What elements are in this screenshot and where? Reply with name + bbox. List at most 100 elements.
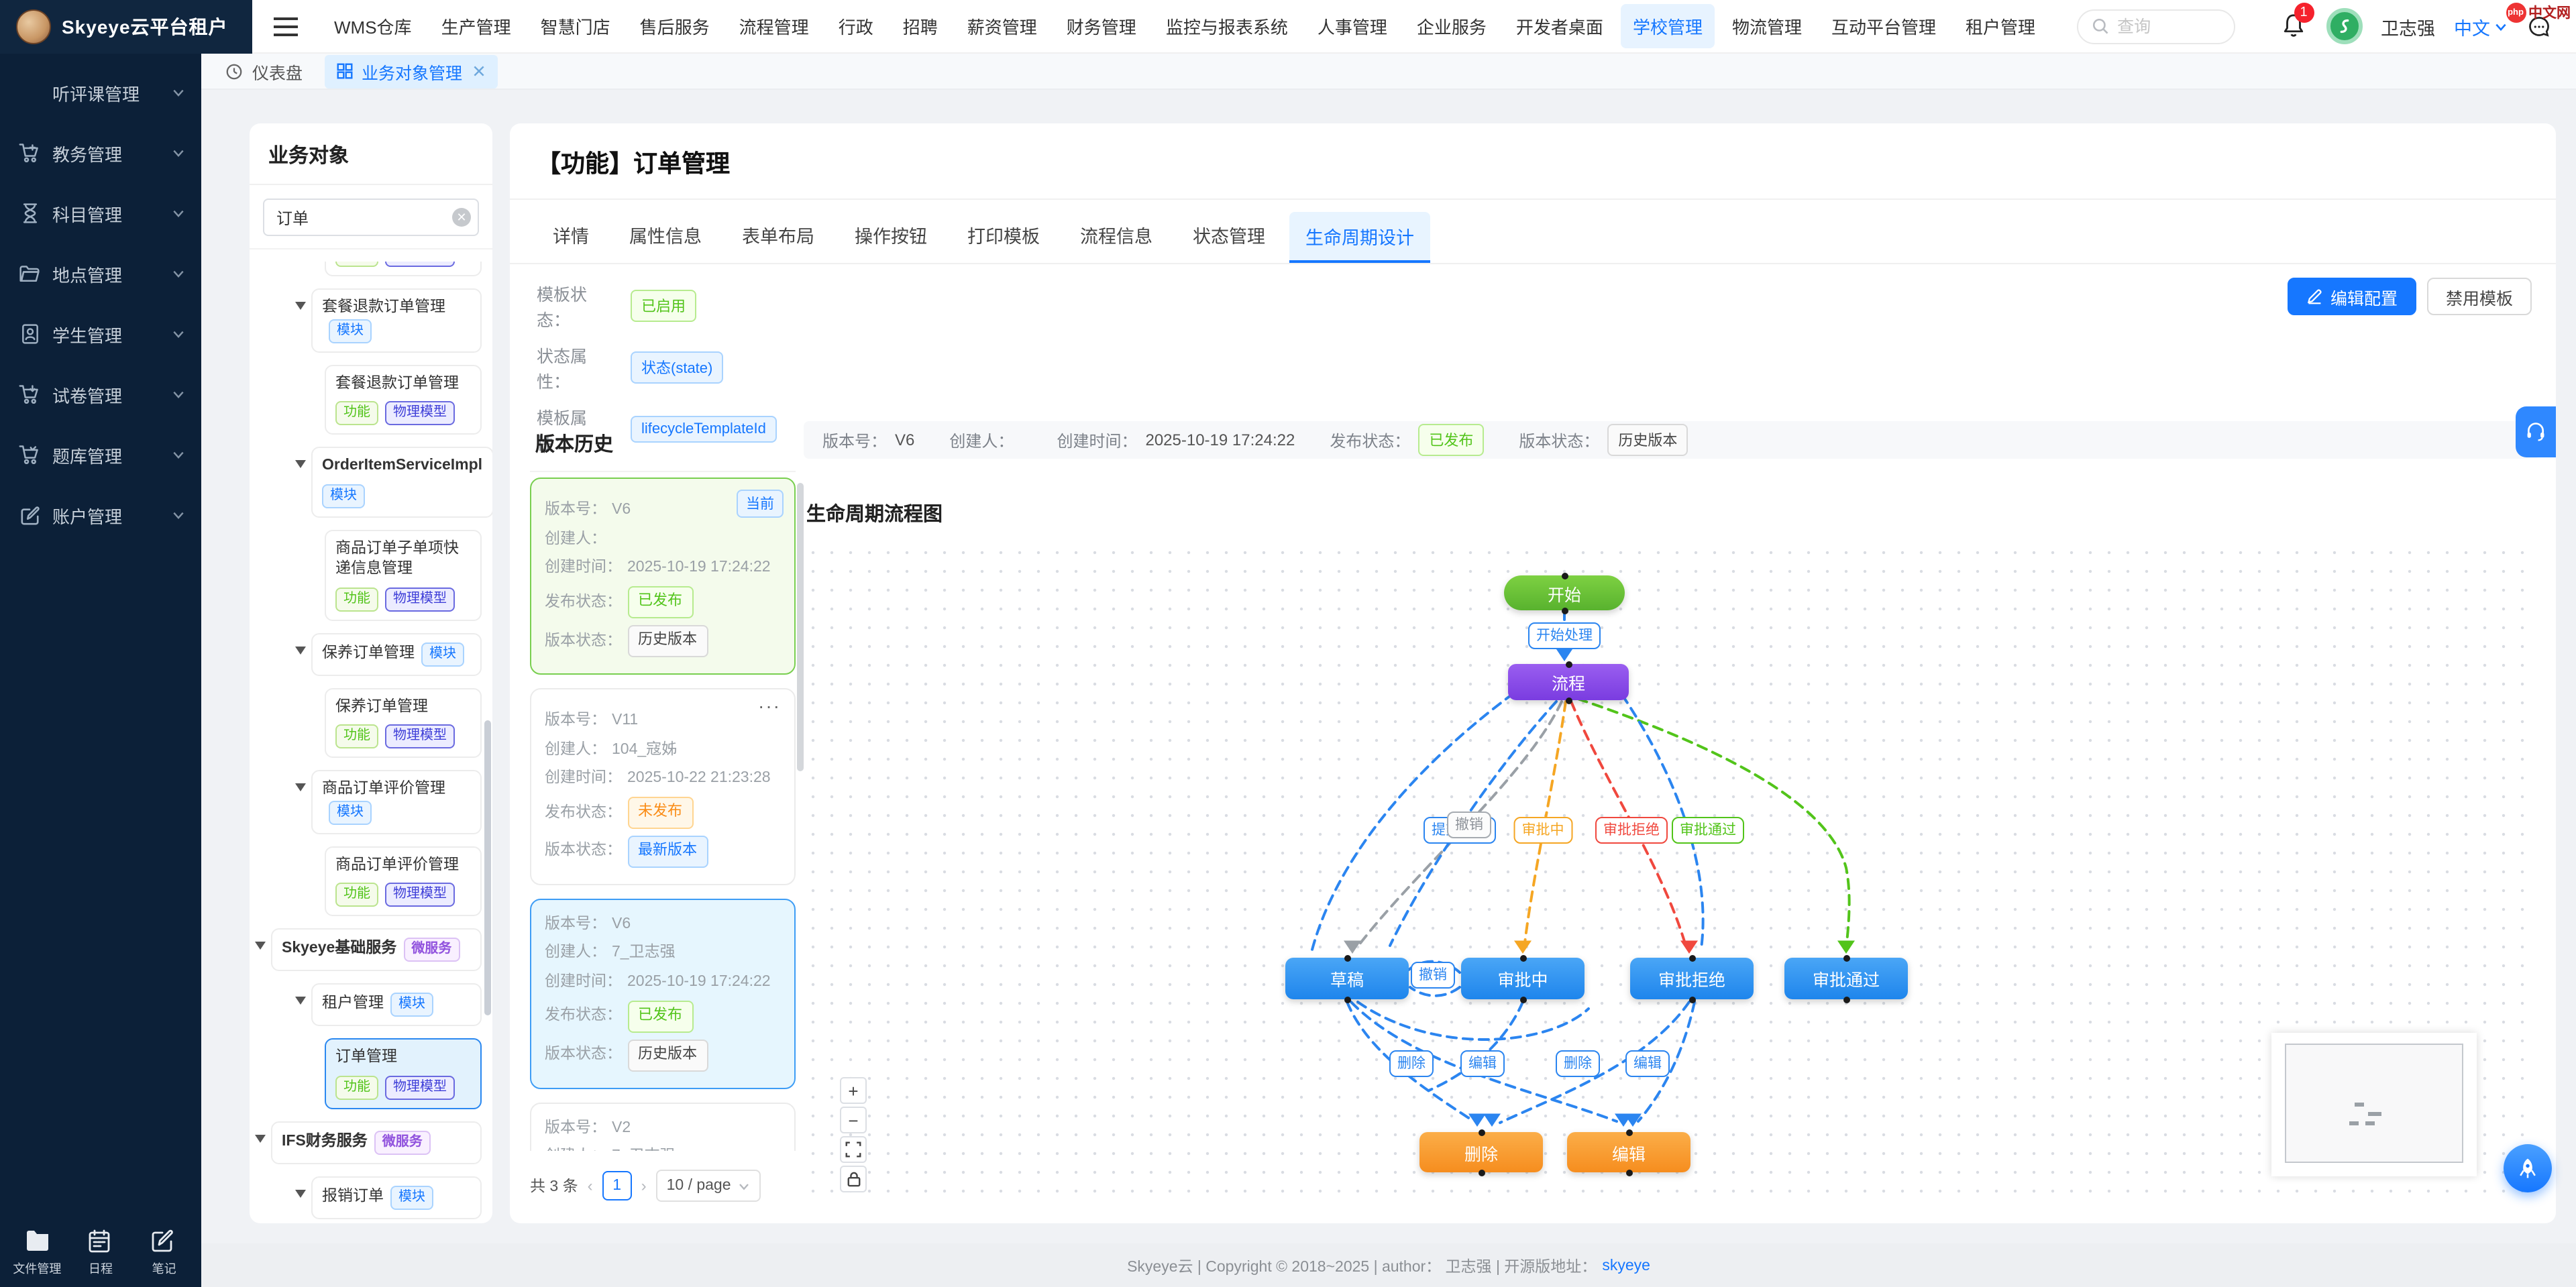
caret-expanded-icon[interactable] [295, 646, 306, 655]
edge-label-0[interactable]: 开始处理 [1528, 622, 1601, 649]
detail-tab-1[interactable]: 属性信息 [629, 227, 702, 247]
clear-search-icon[interactable]: ✕ [452, 208, 471, 227]
close-tab-icon[interactable] [472, 64, 485, 78]
sidebar-item-3[interactable]: 地点管理 [0, 254, 201, 294]
language-selector[interactable]: 中文 [2454, 13, 2508, 40]
topnav-item-5[interactable]: 行政 [838, 17, 873, 38]
page-size-select[interactable]: 10 / page [655, 1170, 761, 1202]
caret-expanded-icon[interactable] [295, 783, 306, 792]
dock-item-0[interactable]: 文件管理 [8, 1229, 66, 1277]
topnav-item-0[interactable]: WMS仓库 [334, 17, 412, 38]
card-menu-icon[interactable]: ··· [758, 694, 781, 716]
sidebar-item-4[interactable]: 学生管理 [0, 314, 201, 354]
edge-label-7[interactable]: 删除 [1389, 1050, 1434, 1076]
flow-node-process[interactable]: 流程 [1508, 661, 1629, 704]
opensource-link[interactable]: skyeye [1602, 1257, 1650, 1274]
topnav-item-9[interactable]: 监控与报表系统 [1165, 17, 1288, 38]
edge-label-8[interactable]: 编辑 [1460, 1050, 1505, 1076]
topnav-item-10[interactable]: 人事管理 [1317, 17, 1387, 38]
search-input[interactable] [2117, 17, 2212, 36]
topnav-item-2[interactable]: 智慧门店 [540, 17, 610, 38]
tree-node-10[interactable]: 租户管理模块 [311, 983, 482, 1027]
sidebar-item-0[interactable]: 听评课管理 [0, 72, 201, 113]
tree-leaf-2[interactable]: 套餐退款订单管理 功能物理模型 [325, 364, 482, 435]
edge-label-9[interactable]: 删除 [1556, 1050, 1600, 1076]
tree-node-9[interactable]: Skyeye基础服务微服务 [271, 928, 482, 972]
version-card-1[interactable]: ···版本号：V11 创建人：104_寇姊 创建时间：2025-10-22 21… [530, 687, 796, 885]
topnav-item-3[interactable]: 售后服务 [639, 17, 710, 38]
tree-node-7[interactable]: 商品订单评价管理模块 [311, 770, 482, 834]
edge-label-2[interactable]: 撤销 [1447, 812, 1491, 838]
tree-node-12[interactable]: IFS财务服务微服务 [271, 1121, 482, 1164]
detail-tab-7[interactable]: 生命周期设计 [1289, 211, 1430, 263]
version-card-0[interactable]: 当前版本号：V6 创建人： 创建时间：2025-10-19 17:24:22 发… [530, 478, 796, 675]
topnav-item-15[interactable]: 互动平台管理 [1831, 17, 1937, 38]
caret-expanded-icon[interactable] [295, 460, 306, 469]
next-page-icon[interactable]: › [641, 1176, 647, 1195]
caret-expanded-icon[interactable] [295, 302, 306, 310]
flow-node-delete[interactable]: 删除 [1419, 1129, 1543, 1176]
username-label[interactable]: 卫志强 [2381, 18, 2435, 38]
detail-tab-4[interactable]: 打印模板 [967, 227, 1040, 247]
tree-node-13[interactable]: 报销订单模块 [311, 1176, 482, 1219]
minimap[interactable] [2271, 1033, 2477, 1176]
flow-node-draft[interactable]: 草稿 [1285, 954, 1409, 1003]
caret-expanded-icon[interactable] [255, 1134, 266, 1143]
caret-expanded-icon[interactable] [255, 942, 266, 950]
tree-node-1[interactable]: 套餐退款订单管理模块 [311, 288, 482, 353]
topnav-item-11[interactable]: 企业服务 [1416, 17, 1487, 38]
detail-tab-0[interactable]: 详情 [553, 227, 589, 247]
tree-node-5[interactable]: 保养订单管理模块 [311, 632, 482, 676]
quick-launch-float-button[interactable] [2504, 1144, 2552, 1192]
zoom-out-button[interactable]: − [840, 1107, 867, 1133]
customer-service-float-button[interactable] [2516, 406, 2556, 457]
topnav-item-7[interactable]: 薪资管理 [967, 17, 1037, 38]
object-search-input[interactable] [263, 199, 479, 236]
edge-label-3[interactable]: 审批中 [1513, 817, 1572, 843]
user-avatar[interactable] [2326, 8, 2362, 44]
sidebar-item-2[interactable]: 科目管理 [0, 193, 201, 233]
global-search[interactable] [2077, 9, 2236, 44]
edit-config-button[interactable]: 编辑配置 [2287, 278, 2416, 315]
tree-leaf-6[interactable]: 保养订单管理 功能物理模型 [325, 687, 482, 759]
dock-item-1[interactable]: 日程 [72, 1229, 130, 1277]
edge-label-10[interactable]: 编辑 [1625, 1050, 1670, 1076]
flow-node-approving[interactable]: 审批中 [1461, 954, 1585, 1003]
topnav-item-13[interactable]: 学校管理 [1620, 4, 1715, 48]
topnav-item-8[interactable]: 财务管理 [1066, 17, 1136, 38]
topnav-item-6[interactable]: 招聘 [902, 17, 938, 38]
app-logo[interactable]: Skyeye云平台租户 [0, 0, 252, 53]
prev-page-icon[interactable]: ‹ [587, 1176, 593, 1195]
version-scrollbar[interactable] [797, 483, 804, 771]
edge-label-6[interactable]: 撤销 [1411, 962, 1455, 988]
flow-node-start[interactable]: 开始 [1504, 572, 1625, 614]
topnav-item-1[interactable]: 生产管理 [441, 17, 511, 38]
detail-tab-3[interactable]: 操作按钮 [855, 227, 927, 247]
fit-view-button[interactable] [840, 1136, 867, 1163]
tree-scrollbar[interactable] [484, 720, 491, 1015]
tree-leaf-11[interactable]: 订单管理 功能物理模型 [325, 1038, 482, 1109]
sidebar-item-5[interactable]: 试卷管理 [0, 374, 201, 414]
sidebar-item-1[interactable]: 教务管理 [0, 133, 201, 173]
topnav-item-12[interactable]: 开发者桌面 [1515, 17, 1603, 38]
version-card-2[interactable]: 版本号：V6 创建人：7_卫志强 创建时间：2025-10-19 17:24:2… [530, 898, 796, 1089]
edge-label-4[interactable]: 审批拒绝 [1595, 817, 1668, 843]
flow-node-edit[interactable]: 编辑 [1567, 1129, 1690, 1176]
page-number[interactable]: 1 [602, 1171, 632, 1200]
topnav-item-14[interactable]: 物流管理 [1731, 17, 1802, 38]
disable-template-button[interactable]: 禁用模板 [2426, 278, 2532, 315]
caret-expanded-icon[interactable] [295, 1189, 306, 1198]
feedback-chat-icon[interactable] [2526, 14, 2552, 38]
version-card-3[interactable]: 版本号：V2 创建人：7_卫志强 创建时间：2025-10-19 16:29:2… [530, 1102, 796, 1151]
detail-tab-5[interactable]: 流程信息 [1080, 227, 1152, 247]
menu-collapse-icon[interactable] [274, 17, 298, 36]
notification-bell-icon[interactable]: 1 [2280, 2, 2314, 41]
topnav-item-16[interactable]: 租户管理 [1966, 17, 2036, 38]
detail-tab-6[interactable]: 状态管理 [1193, 227, 1265, 247]
flow-node-rejected[interactable]: 审批拒绝 [1630, 954, 1754, 1003]
lock-button[interactable] [840, 1166, 867, 1192]
zoom-in-button[interactable]: + [840, 1077, 867, 1104]
caret-expanded-icon[interactable] [295, 997, 306, 1005]
